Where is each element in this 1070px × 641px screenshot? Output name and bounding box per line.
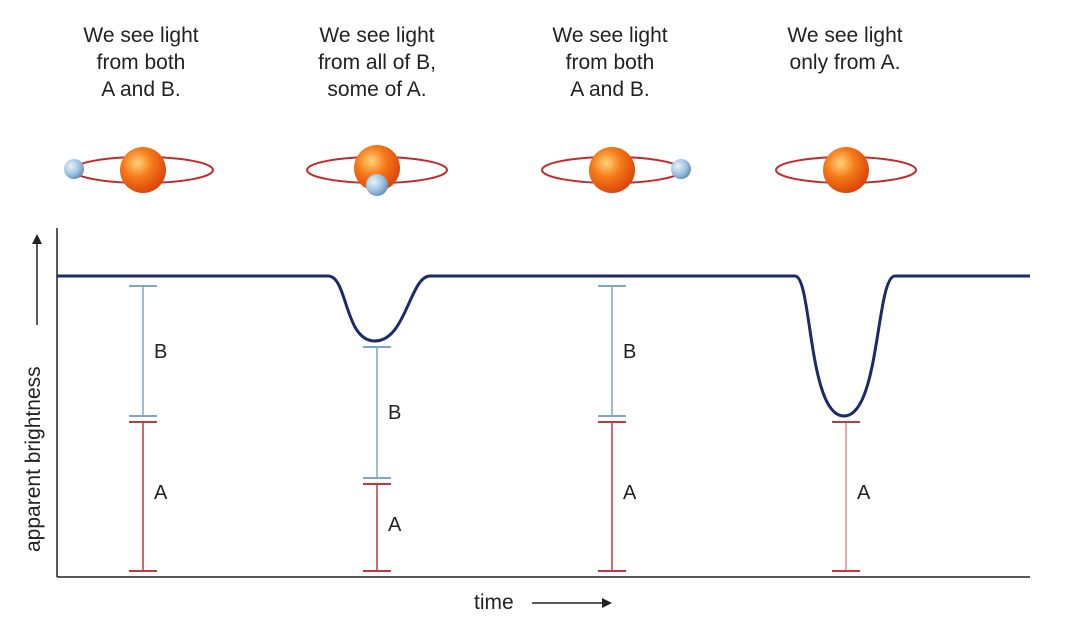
star-b-icon [64, 159, 84, 179]
star-b-icon [366, 174, 388, 196]
caption-phase-2: We see light from all of B, some of A. [277, 22, 477, 103]
bar-a-label: A [388, 514, 402, 536]
x-axis-label: time [474, 591, 514, 614]
caption-line: from all of B, [318, 51, 436, 74]
star-b-icon [671, 159, 691, 179]
brightness-bars-phase-4: A [832, 421, 871, 572]
caption-line: A and B. [101, 78, 181, 101]
binary-system-phase-4 [775, 147, 917, 193]
caption-phase-3: We see light from both A and B. [510, 22, 710, 103]
caption-line: We see light [319, 24, 435, 47]
binary-system-phase-3 [541, 147, 691, 193]
bar-a-label: A [623, 482, 637, 504]
x-axis-arrowhead-icon [602, 598, 612, 608]
brightness-bars-phase-2: B A [363, 346, 402, 572]
caption-line: A and B. [570, 78, 650, 101]
caption-phase-4: We see light only from A. [745, 22, 945, 76]
caption-line: We see light [83, 24, 199, 47]
caption-line: from both [565, 51, 655, 74]
y-axis-label: apparent brightness [22, 366, 45, 552]
bar-b-label: B [154, 341, 167, 363]
star-a-icon [823, 147, 869, 193]
bar-b-label: B [623, 341, 636, 363]
brightness-bars-phase-1: B A [129, 285, 168, 572]
brightness-curve [57, 274, 1030, 418]
bar-a-label: A [154, 482, 168, 504]
bar-a-label: A [857, 482, 871, 504]
caption-phase-1: We see light from both A and B. [41, 22, 241, 103]
brightness-bars-phase-3: B A [598, 285, 637, 572]
y-axis-arrowhead-icon [32, 234, 42, 244]
caption-line: some of A. [327, 78, 427, 101]
caption-line: from both [96, 51, 186, 74]
binary-system-phase-2 [306, 145, 448, 196]
star-a-icon [120, 147, 166, 193]
star-a-icon [589, 147, 635, 193]
bar-b-label: B [388, 402, 401, 424]
caption-line: We see light [552, 24, 668, 47]
caption-line: only from A. [789, 51, 901, 74]
binary-system-phase-1 [64, 147, 214, 193]
star-a-icon [354, 145, 400, 191]
caption-line: We see light [787, 24, 903, 47]
